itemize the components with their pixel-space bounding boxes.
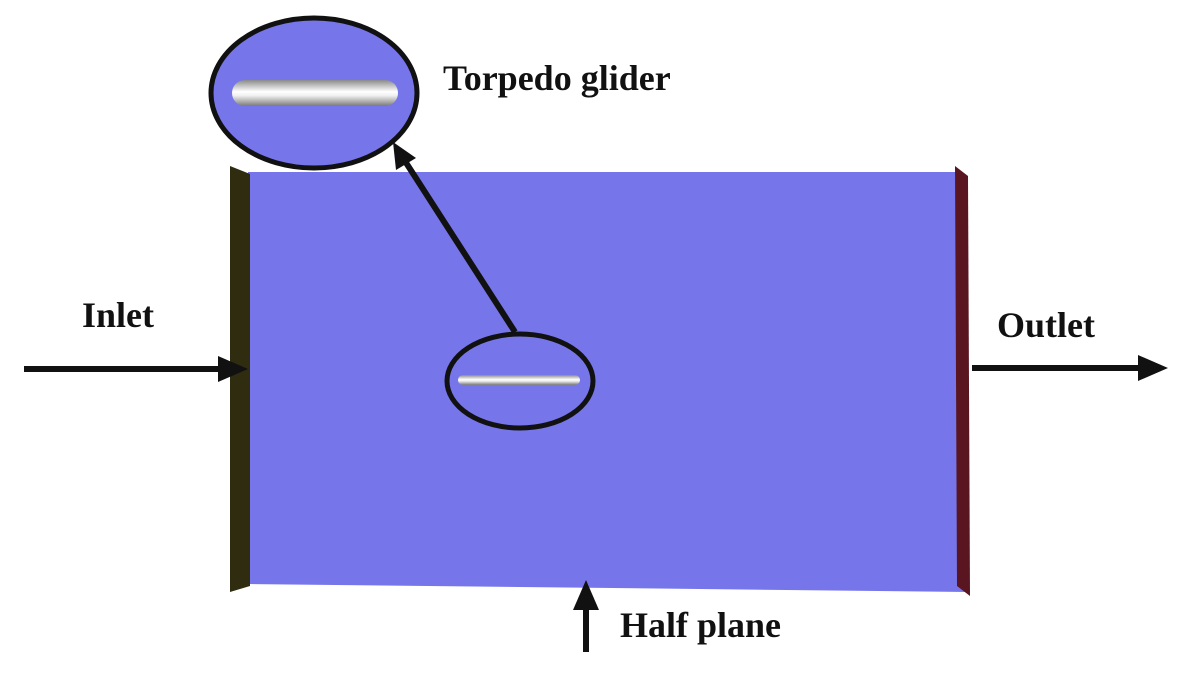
inlet-arrow-head: [218, 356, 248, 382]
inlet-label: Inlet: [82, 295, 154, 335]
computational-domain: [248, 172, 968, 592]
zoom-leader-arrow-head: [393, 142, 416, 170]
zoom-leader-arrow-shaft: [400, 156, 518, 334]
outlet-arrow-head: [1138, 355, 1168, 381]
outlet-label: Outlet: [997, 305, 1095, 345]
inlet-wall: [230, 166, 250, 592]
half-plane-arrow-head: [573, 580, 599, 610]
glider-zoom-icon: [232, 80, 398, 106]
half-plane-label: Half plane: [620, 605, 781, 645]
outlet-wall: [955, 166, 970, 596]
glider-small-icon: [458, 375, 580, 385]
torpedo-glider-label: Torpedo glider: [443, 58, 671, 98]
